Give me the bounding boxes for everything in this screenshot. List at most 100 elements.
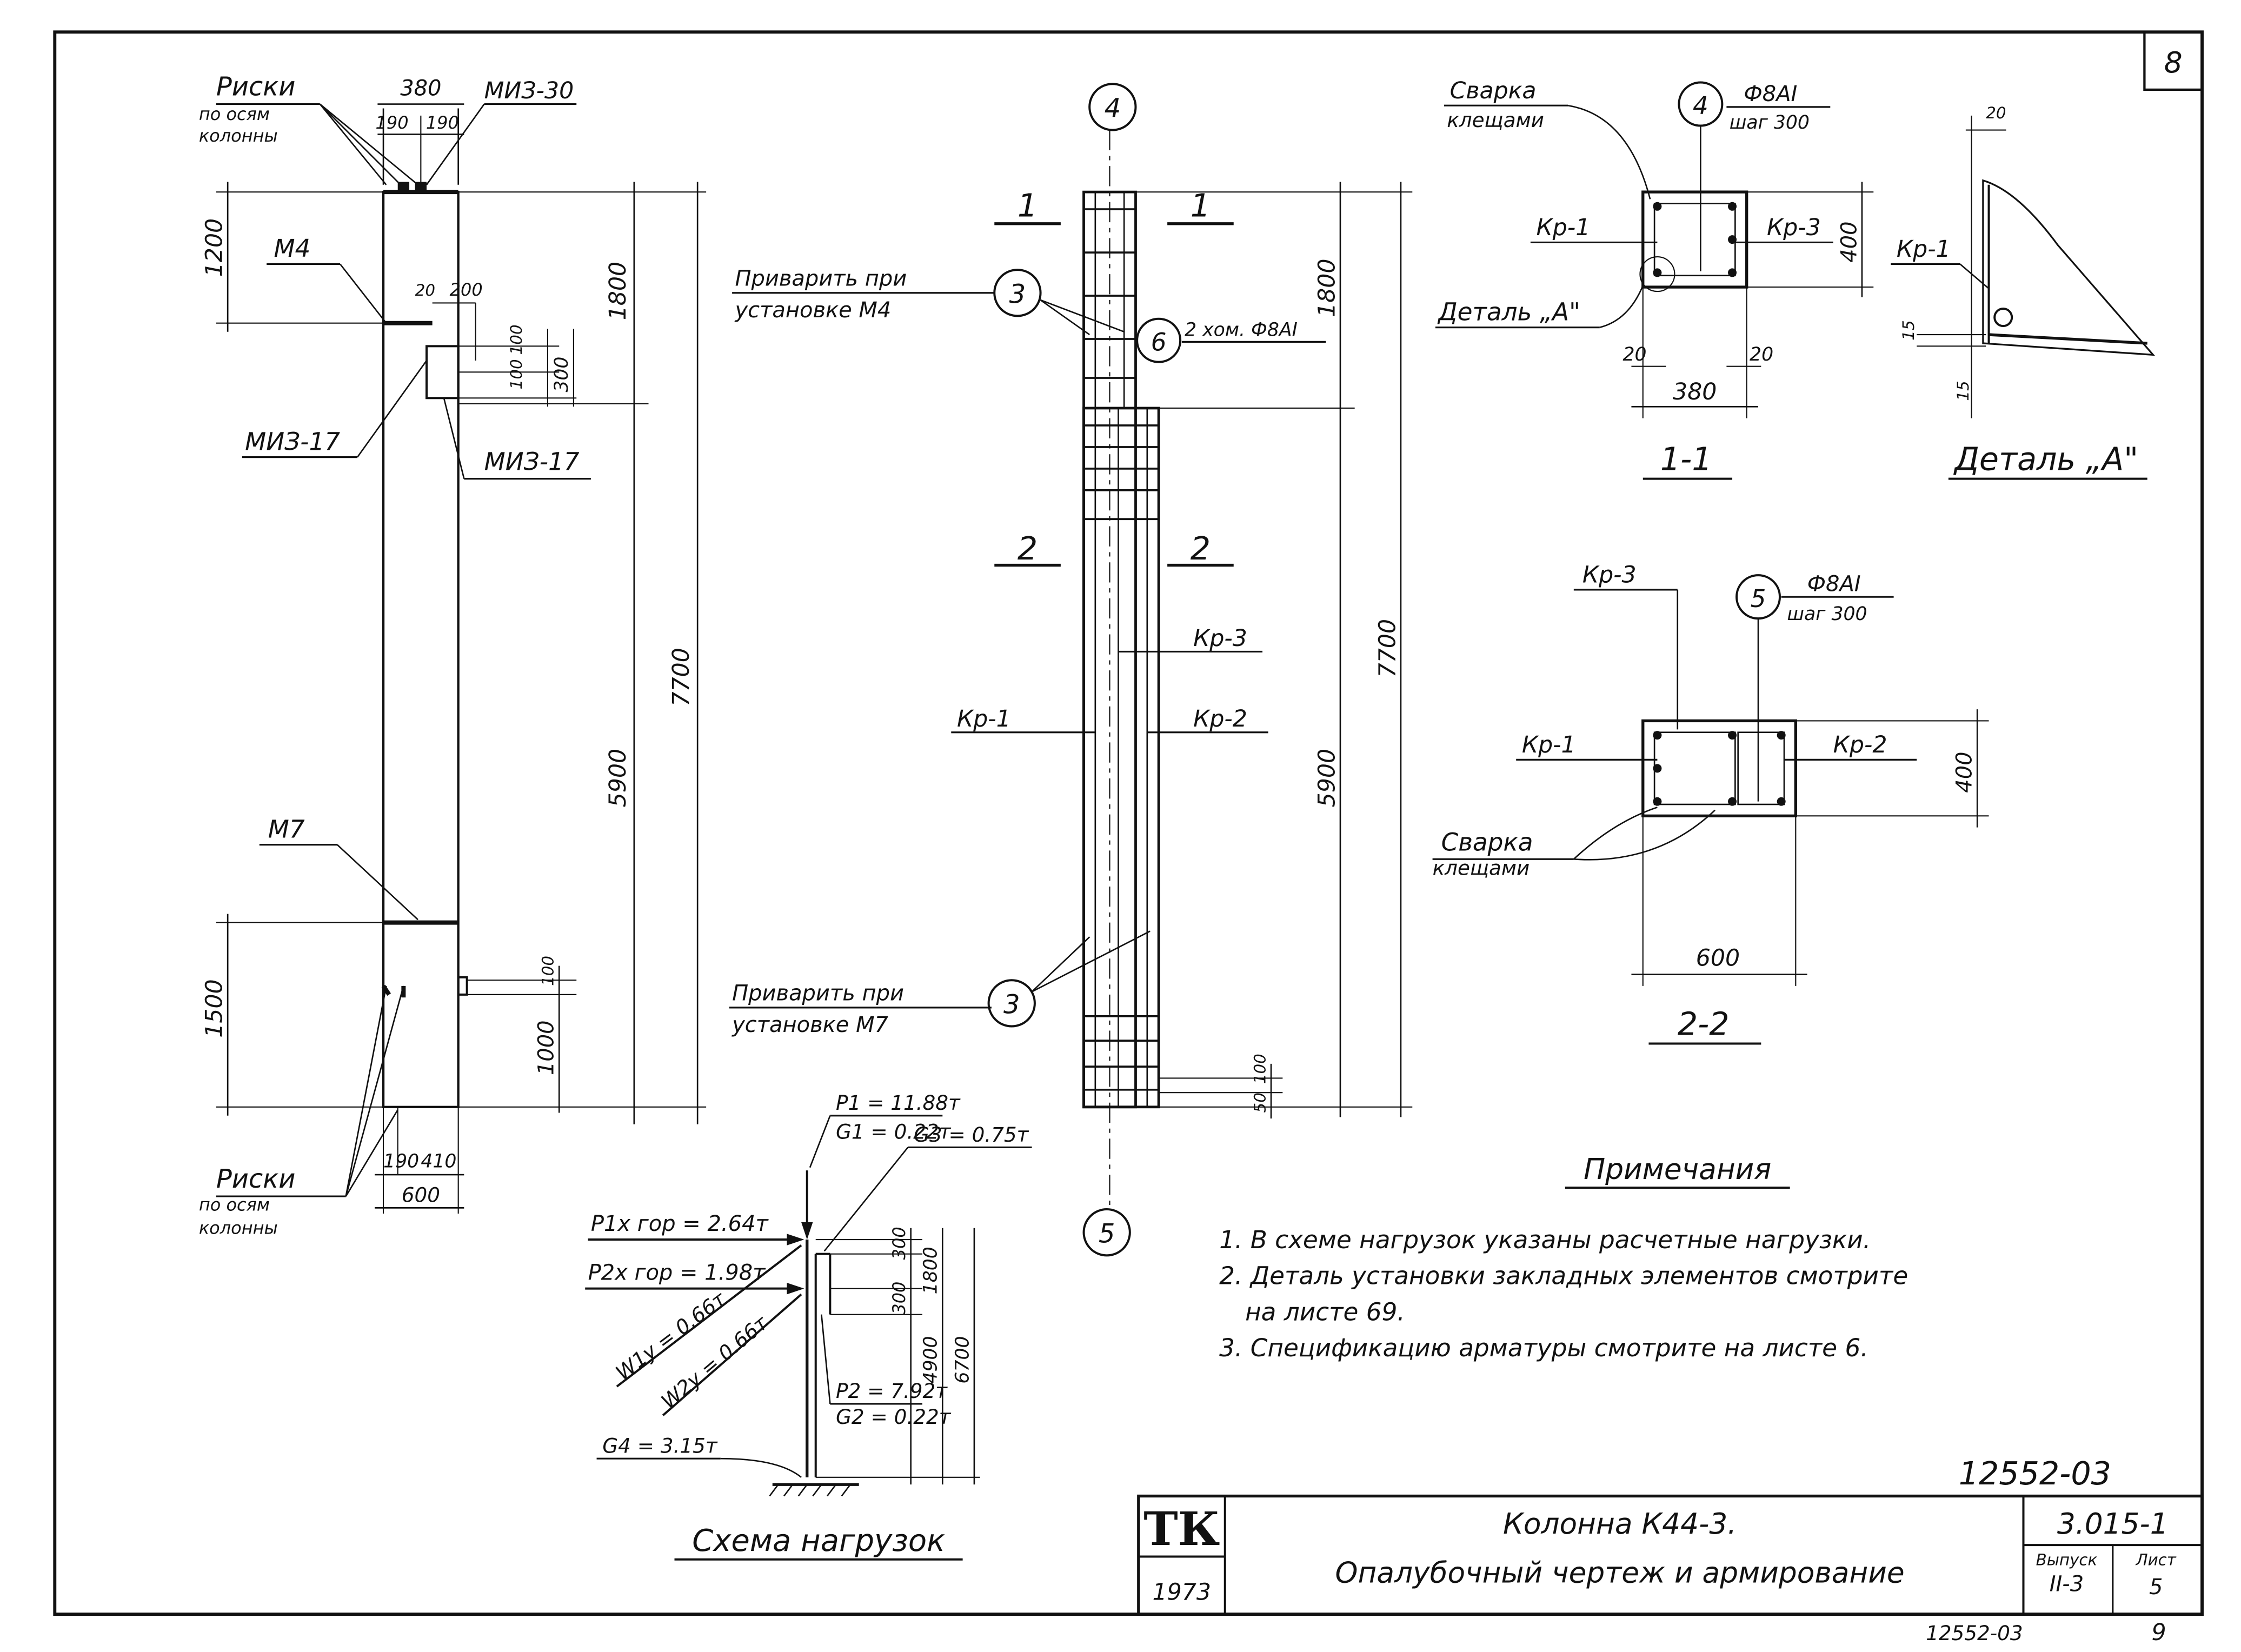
dim-300-a: 300 — [889, 1227, 909, 1260]
year: 1973 — [1153, 1578, 1211, 1606]
dim-20: 20 — [415, 281, 435, 299]
dim-400-sec2: 400 — [1952, 751, 1977, 792]
label-kr2: Кр-2 — [1193, 705, 1247, 732]
cage-bottom-part — [1082, 407, 1160, 1109]
dim-300-b: 300 — [889, 1282, 909, 1315]
load-p2-hor: P2х гор = 1.98т — [588, 1261, 767, 1285]
dim-5900: 5900 — [604, 749, 631, 807]
rebar-dot — [1653, 797, 1662, 806]
detail-a-title: Деталь „А" — [1953, 441, 2138, 478]
label-bottom-risks: Риски — [216, 1164, 296, 1194]
callout-circle — [1735, 574, 1781, 620]
load-p2: P2 = 7.92т — [836, 1379, 948, 1403]
issue-value: II-3 — [2050, 1571, 2084, 1596]
hatch — [812, 1484, 822, 1497]
section-1-left: 1 — [1018, 187, 1038, 224]
pitch-label-sec2: шаг 300 — [1787, 603, 1867, 625]
notes-heading: Примечания — [1584, 1153, 1771, 1186]
dim-15-a: 15 — [1899, 320, 1918, 340]
load-arrow — [662, 1293, 802, 1416]
load-p1: P1 = 11.88т — [836, 1091, 961, 1115]
sheet-number: 8 — [2164, 46, 2183, 79]
dim-4900-s: 4900 — [920, 1336, 942, 1383]
load-arrow — [616, 1244, 802, 1388]
load-g3: G3 = 0.75т — [914, 1123, 1029, 1147]
dim-190-left: 190 — [376, 112, 409, 133]
callout-3-top: 3 — [1009, 279, 1026, 309]
dim-100-r: 100 — [1251, 1054, 1269, 1084]
detail-a-callout: Деталь „А" — [1437, 297, 1580, 326]
label-kr3-sec: Кр-3 — [1767, 214, 1821, 241]
reinforcement-elevation: 4 5 1 1 2 2 Привар — [729, 83, 1413, 1257]
leader — [1573, 809, 1715, 861]
title-block-frame — [1137, 1494, 2204, 1616]
load-scheme: P1 = 11.88т G1 = 0.22т G3 = 0.75т P1х го… — [585, 1091, 1032, 1561]
sheet-label: Лист — [2136, 1550, 2177, 1569]
callout-5: 5 — [1099, 1218, 1115, 1249]
label-kr3-sec2: Кр-3 — [1582, 562, 1637, 589]
dim-400-sec1: 400 — [1837, 221, 1861, 262]
title-block: 12552-03 ТК 1973 Колонна К44-3. Опалубоч… — [1137, 1455, 2204, 1646]
risk-mark — [381, 984, 391, 996]
callout-4-sec: 4 — [1693, 91, 1708, 120]
leader — [1573, 807, 1658, 860]
embed-miz17 — [425, 345, 460, 399]
weld-m4-line2: установке М4 — [734, 298, 891, 323]
weld-line2: клещами — [1447, 108, 1544, 132]
dim-100-b: 100 — [507, 359, 526, 389]
stirrup-outline — [1653, 731, 1736, 805]
label-miz17-right: МИЗ-17 — [484, 448, 580, 476]
load-g1: G1 = 0.22т — [836, 1120, 952, 1143]
weld-m7-line2: установке М7 — [732, 1012, 888, 1037]
leader — [1040, 299, 1125, 332]
callout-3-bottom: 3 — [1003, 990, 1020, 1020]
note-3: 3. Спецификацию арматуры смотрите на лис… — [1219, 1334, 1868, 1362]
callout-circle — [987, 979, 1036, 1028]
load-g4: G4 = 3.15т — [602, 1434, 718, 1458]
page-number: 9 — [2151, 1619, 2166, 1646]
label-top-risks-sub2: колонны — [199, 125, 278, 146]
dim-1800-r: 1800 — [1313, 259, 1340, 317]
weld-m7-line1: Приварить при — [732, 981, 904, 1006]
dim-190-bottom: 190 — [383, 1151, 419, 1173]
leader — [319, 103, 401, 185]
hatch — [797, 1484, 808, 1497]
sheet-number-box — [2143, 31, 2204, 91]
rebar-dot — [1728, 235, 1737, 244]
leader — [345, 985, 387, 1197]
callout-circle — [993, 269, 1042, 317]
label-miz17-left: МИЗ-17 — [245, 427, 340, 456]
tk-logo: ТК — [1143, 1502, 1220, 1556]
title-line2: Опалубочный чертеж и армирование — [1335, 1556, 1905, 1589]
dim-6700-s: 6700 — [952, 1336, 973, 1383]
doc-number-bottom: 12552-03 — [1926, 1621, 2023, 1645]
leader — [356, 360, 428, 458]
leader — [1567, 104, 1651, 199]
rebar-dot — [1653, 202, 1662, 211]
weld-m4-line1: Приварить при — [735, 266, 907, 291]
bar-label: Ф8AI — [1744, 82, 1797, 106]
leader — [340, 263, 387, 324]
issue-label: Выпуск — [2036, 1550, 2098, 1569]
arrow-head — [787, 1234, 804, 1245]
label-bottom-risks-sub2: колонны — [199, 1217, 278, 1238]
detail-a-rebar — [1993, 308, 2013, 328]
dim-1200: 1200 — [201, 218, 228, 277]
dim-7700-r: 7700 — [1374, 619, 1401, 677]
dim-380-sec1: 380 — [1673, 378, 1717, 405]
label-miz30: МИЗ-30 — [484, 77, 574, 104]
leader — [319, 103, 387, 185]
dim-600-sec2: 600 — [1696, 945, 1740, 972]
dim-15-b: 15 — [1954, 381, 1972, 401]
callout-4: 4 — [1105, 94, 1121, 124]
label-kr1: Кр-1 — [957, 705, 1011, 732]
arrow-head — [801, 1222, 813, 1240]
dim-100-a: 100 — [507, 324, 526, 355]
callout-circle — [1136, 317, 1182, 363]
callout-5-sec: 5 — [1751, 584, 1766, 613]
section-2-left: 2 — [1018, 530, 1038, 567]
leader — [345, 1109, 398, 1197]
dim-7700: 7700 — [668, 648, 695, 706]
label-m7: М7 — [268, 815, 305, 843]
rebar-dot — [1777, 731, 1786, 740]
